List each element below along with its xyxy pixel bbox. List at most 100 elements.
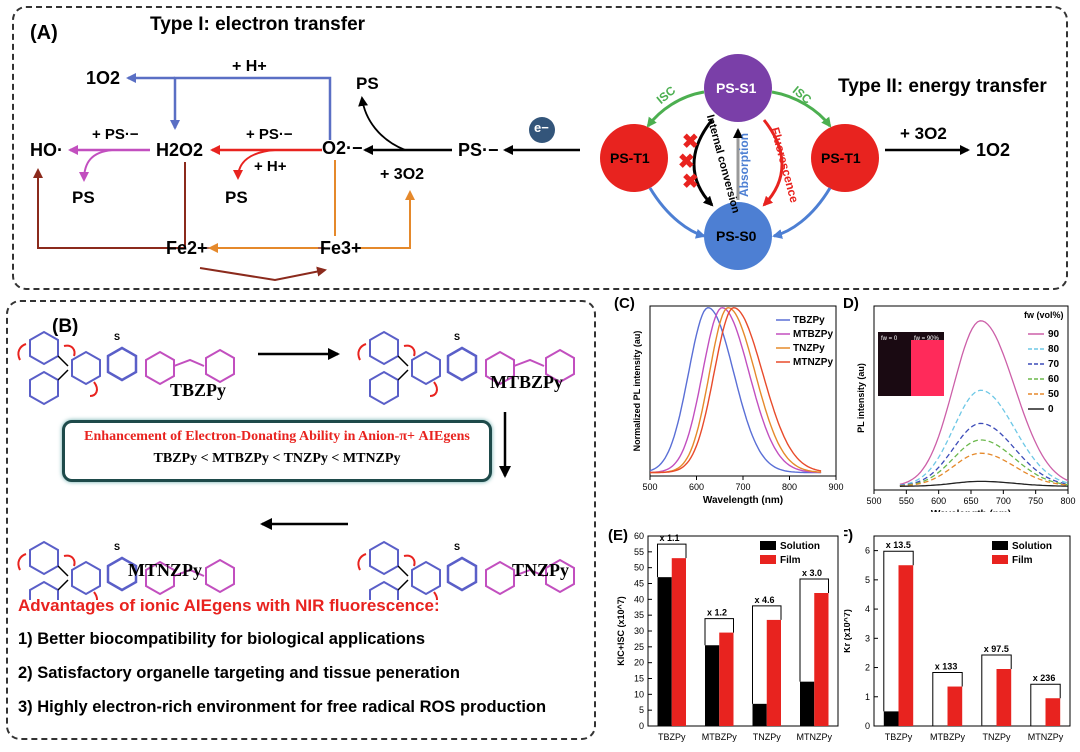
ratio-bracket bbox=[883, 550, 914, 712]
legend-swatch bbox=[992, 555, 1008, 564]
legend-label: MTNZPy bbox=[793, 357, 833, 368]
ps-mid: PS bbox=[225, 188, 248, 207]
series-line-80 bbox=[899, 389, 1069, 486]
y-tick-label: 30 bbox=[634, 626, 644, 636]
legend-label: TNZPy bbox=[793, 343, 825, 354]
inset-label-right: fw = 90% bbox=[914, 336, 940, 342]
panel-b-label: (B) bbox=[52, 316, 79, 337]
bar-film bbox=[814, 593, 829, 726]
x-axis-label: Wavelength (nm) bbox=[931, 509, 1011, 512]
y-tick-label: 25 bbox=[634, 642, 644, 652]
ratio-bracket bbox=[1030, 683, 1061, 726]
legend-label: Solution bbox=[1012, 541, 1052, 552]
x-tick-label: 700 bbox=[996, 496, 1011, 506]
node-s1 bbox=[704, 54, 772, 122]
y-tick-label: 3 bbox=[865, 633, 870, 643]
y-axis-label: KIC+ISC (x10^7) bbox=[616, 596, 626, 666]
y-tick-label: 0 bbox=[865, 721, 870, 731]
ps-left: PS bbox=[72, 188, 95, 207]
plus-h-mid: + H+ bbox=[254, 158, 287, 175]
y-tick-label: 15 bbox=[634, 674, 644, 684]
panel-a-label: (A) bbox=[30, 22, 58, 44]
legend-label: MTBZPy bbox=[793, 329, 833, 340]
series-line-60 bbox=[899, 439, 1069, 487]
y-axis-label: PL intensity (au) bbox=[856, 363, 866, 433]
bar-solution bbox=[1030, 725, 1046, 727]
series-line-50 bbox=[899, 452, 1069, 487]
molecule-name-mtbzpy: MTBZPy bbox=[490, 372, 564, 392]
x-tick-label: 500 bbox=[642, 482, 657, 492]
legend-label: Solution bbox=[780, 541, 820, 552]
x-tick-label: TBZPy bbox=[658, 732, 686, 742]
advantage-item: 2) Satisfactory organelle targeting and … bbox=[18, 664, 460, 682]
molecule-tbzpy: S bbox=[17, 330, 235, 406]
ratio-bracket bbox=[704, 618, 734, 646]
ratio-bracket bbox=[932, 672, 963, 726]
bar-film bbox=[898, 565, 914, 726]
cross-mark: ✖ bbox=[682, 171, 699, 193]
legend-label: 0 bbox=[1048, 404, 1054, 415]
ratio-label: x 133 bbox=[935, 662, 958, 672]
type1-scheme: ✖ ✖ ✖ bbox=[33, 54, 970, 282]
x-tick-label: MTBZPy bbox=[930, 732, 965, 742]
node-s0-label: PS-S0 bbox=[716, 228, 757, 244]
legend-label: 70 bbox=[1048, 359, 1060, 370]
panel-label: (C) bbox=[614, 295, 635, 312]
svg-text:S: S bbox=[114, 332, 120, 342]
panel-label: (D) bbox=[844, 295, 859, 312]
x-tick-label: 550 bbox=[899, 496, 914, 506]
enhancement-order: TBZPy < MTBZPy < TNZPy < MTNZPy bbox=[153, 451, 401, 466]
x-axis-label: Wavelength (nm) bbox=[703, 495, 783, 506]
x-tick-label: 700 bbox=[735, 482, 750, 492]
y-tick-label: 45 bbox=[634, 579, 644, 589]
x-tick-label: 900 bbox=[828, 482, 843, 492]
x-tick-label: MTBZPy bbox=[702, 732, 737, 742]
legend-swatch bbox=[760, 541, 776, 550]
series-line-0 bbox=[899, 480, 1068, 487]
x-tick-label: TBZPy bbox=[885, 732, 913, 742]
plus-triplet-o2: + 3O2 bbox=[380, 166, 425, 183]
y-tick-label: 1 bbox=[865, 692, 870, 702]
molecule-name-tnzpy: TNZPy bbox=[512, 560, 570, 580]
enhancement-title: Enhancement of Electron-Donating Ability… bbox=[84, 429, 470, 444]
type1-title: Type I: electron transfer bbox=[150, 14, 366, 35]
y-axis-label: Normalized PL intensity (au) bbox=[632, 331, 642, 452]
plus-triplet-o2-right: + 3O2 bbox=[900, 124, 947, 143]
node-t1-left-label: PS-T1 bbox=[610, 150, 650, 166]
y-tick-label: 5 bbox=[639, 705, 644, 715]
singlet-o2-right: 1O2 bbox=[976, 140, 1011, 160]
y-tick-label: 20 bbox=[634, 658, 644, 668]
node-t1-right-label: PS-T1 bbox=[821, 150, 861, 166]
legend-title: fw (vol%) bbox=[1024, 310, 1064, 320]
legend-label: TBZPy bbox=[793, 315, 825, 326]
plus-ps-radical-1: + PS·− bbox=[92, 126, 139, 143]
x-tick-label: 800 bbox=[782, 482, 797, 492]
chart-d: 500550600650700750800Wavelength (nm)PL i… bbox=[844, 295, 1076, 512]
cross-mark: ✖ bbox=[682, 131, 699, 153]
legend-label: 90 bbox=[1048, 329, 1060, 340]
series-line-MTNZPy bbox=[650, 306, 822, 474]
type2-title: Type II: energy transfer bbox=[838, 76, 1047, 97]
singlet-o2-left: 1O2 bbox=[86, 68, 121, 88]
h-plus-top: + H+ bbox=[232, 58, 267, 75]
legend-label: Film bbox=[1012, 555, 1033, 566]
ratio-bracket bbox=[981, 654, 1012, 726]
y-tick-label: 2 bbox=[865, 663, 870, 673]
ps-top: PS bbox=[356, 74, 379, 93]
panel-label: (E) bbox=[608, 527, 628, 544]
bar-solution bbox=[981, 725, 997, 727]
bar-film bbox=[1045, 698, 1061, 726]
inset-glow bbox=[911, 340, 944, 396]
x-tick-label: 750 bbox=[1028, 496, 1043, 506]
cross-mark: ✖ bbox=[678, 151, 695, 173]
bar-solution bbox=[800, 681, 815, 726]
node-s0 bbox=[704, 202, 772, 270]
panel-a bbox=[12, 6, 1068, 290]
x-tick-label: 600 bbox=[689, 482, 704, 492]
bar-solution bbox=[705, 645, 720, 726]
ratio-label: x 97.5 bbox=[984, 644, 1009, 654]
x-tick-label: MTNZPy bbox=[797, 732, 833, 742]
absorption-label: Absorption bbox=[737, 133, 751, 197]
